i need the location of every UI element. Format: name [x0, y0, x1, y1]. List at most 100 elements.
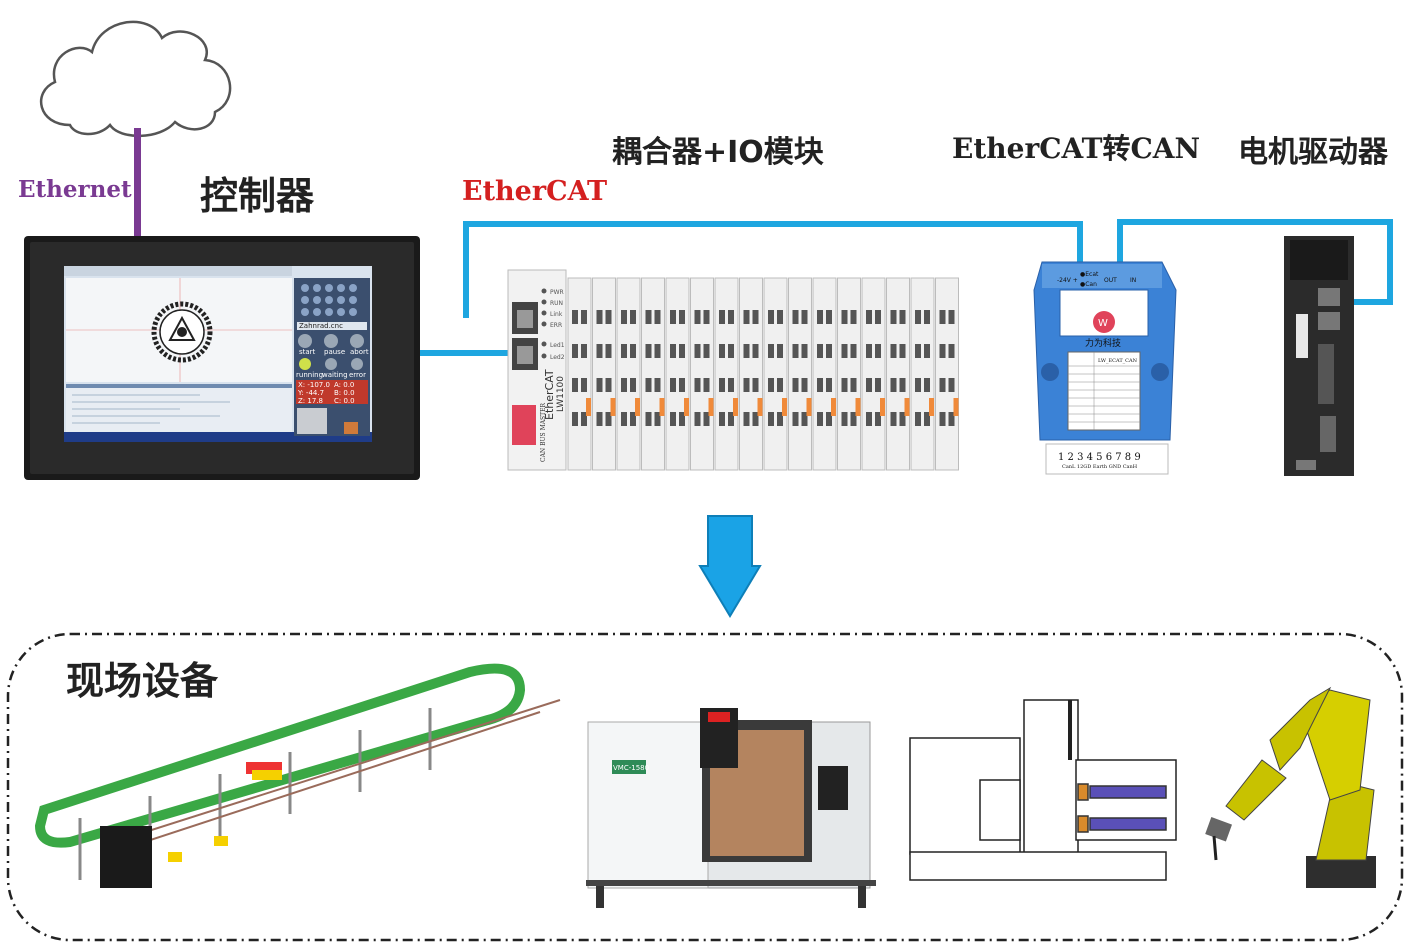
io-terminal: [866, 412, 872, 426]
io-terminal: [728, 344, 734, 358]
io-terminal: [875, 412, 881, 426]
io-terminal: [621, 378, 627, 392]
io-terminal: [596, 378, 603, 392]
ethercat-can-converter: W: [1033, 261, 1177, 475]
io-terminal: [768, 310, 774, 324]
io-module-slice: [812, 277, 837, 471]
ethernet-label: Ethernet: [18, 176, 132, 203]
io-terminal: [826, 344, 832, 358]
io-terminal: [850, 344, 857, 358]
controller-monitor: [24, 236, 420, 480]
io-terminal: [948, 344, 955, 358]
io-orange-marker: [929, 398, 934, 416]
ethercat-can-label: EtherCAT转CAN: [952, 132, 1201, 165]
io-terminal: [768, 378, 774, 392]
screen-btn-pause[interactable]: pause: [324, 348, 345, 356]
io-terminal: [630, 310, 636, 324]
io-terminal: [596, 344, 603, 358]
io-terminal: [679, 344, 685, 358]
io-terminal: [768, 344, 774, 358]
io-terminal: [743, 344, 750, 358]
io-terminal: [679, 378, 685, 392]
io-terminal: [792, 378, 799, 392]
io-terminal: [890, 310, 897, 324]
conv-port-ecat: ●Ecat: [1080, 271, 1099, 278]
io-terminal: [752, 310, 759, 324]
io-terminal: [866, 344, 872, 358]
io-terminal: [719, 344, 725, 358]
io-terminal: [866, 310, 872, 324]
io-terminal: [826, 378, 832, 392]
screen-file: Zahnrad.cnc: [299, 322, 343, 330]
conv-port-can: ●Can: [1080, 281, 1097, 288]
io-terminal: [743, 412, 750, 426]
io-terminal: [670, 412, 676, 426]
screen-status-error: error: [349, 371, 366, 379]
svg-text:W: W: [1098, 318, 1108, 329]
screen-coord-y: Y: -44.7: [297, 389, 324, 397]
io-terminal: [826, 412, 832, 426]
ethercat-label: EtherCAT: [462, 176, 608, 207]
io-terminal: [630, 344, 636, 358]
io-terminal: [817, 412, 823, 426]
io-terminal: [875, 310, 881, 324]
io-terminal: [817, 378, 823, 392]
io-terminal: [841, 344, 848, 358]
io-terminal: [694, 412, 701, 426]
conv-brand: 力为科技: [1085, 337, 1121, 349]
io-terminal: [694, 344, 701, 358]
io-module-slice: [665, 277, 690, 471]
io-terminal: [605, 412, 612, 426]
io-terminal: [792, 412, 799, 426]
screen-btn-abort[interactable]: abort: [350, 348, 369, 356]
io-terminal: [596, 412, 603, 426]
screen-btn-start[interactable]: start: [299, 348, 316, 356]
io-terminal: [850, 412, 857, 426]
io-terminal: [924, 310, 930, 324]
io-terminal: [645, 310, 652, 324]
led-pwr: PWR: [550, 289, 564, 296]
field-devices-label: 现场设备: [66, 659, 219, 703]
io-terminal: [679, 310, 685, 324]
io-terminal: [728, 310, 734, 324]
io-module-slice: [837, 277, 861, 471]
io-terminal: [841, 412, 848, 426]
io-orange-marker: [635, 398, 640, 416]
down-arrow-icon: [698, 515, 762, 618]
io-terminal: [801, 378, 808, 392]
io-terminal: [703, 310, 710, 324]
screen-status-running: running: [296, 371, 323, 379]
coupler-model: LW1100: [556, 376, 566, 412]
io-terminal: [605, 310, 612, 324]
io-module-slice: [714, 277, 739, 471]
controller-label: 控制器: [200, 174, 315, 218]
io-module-slice: [861, 277, 886, 471]
io-terminal: [939, 344, 946, 358]
io-module-slice: [592, 277, 616, 471]
io-terminal: [752, 344, 759, 358]
io-terminal: [850, 378, 857, 392]
injection-machine: [909, 699, 1177, 881]
io-terminal: [621, 412, 627, 426]
cnc-model: VMC-1580: [613, 764, 649, 772]
io-terminal: [939, 412, 946, 426]
io-terminal: [581, 412, 587, 426]
io-terminal: [572, 310, 578, 324]
io-terminal: [924, 378, 930, 392]
io-orange-marker: [855, 398, 861, 416]
io-terminal: [654, 310, 661, 324]
io-terminal: [866, 378, 872, 392]
motor-driver: [1284, 236, 1354, 476]
io-orange-marker: [610, 398, 616, 416]
io-terminal: [719, 378, 725, 392]
led-run: RUN: [550, 300, 563, 307]
io-terminal: [924, 412, 930, 426]
io-terminal: [743, 378, 750, 392]
io-terminal: [581, 344, 587, 358]
io-module-slice: [616, 277, 641, 471]
io-terminal: [605, 344, 612, 358]
io-terminal: [694, 378, 701, 392]
io-terminal: [899, 310, 906, 324]
io-terminal: [621, 310, 627, 324]
